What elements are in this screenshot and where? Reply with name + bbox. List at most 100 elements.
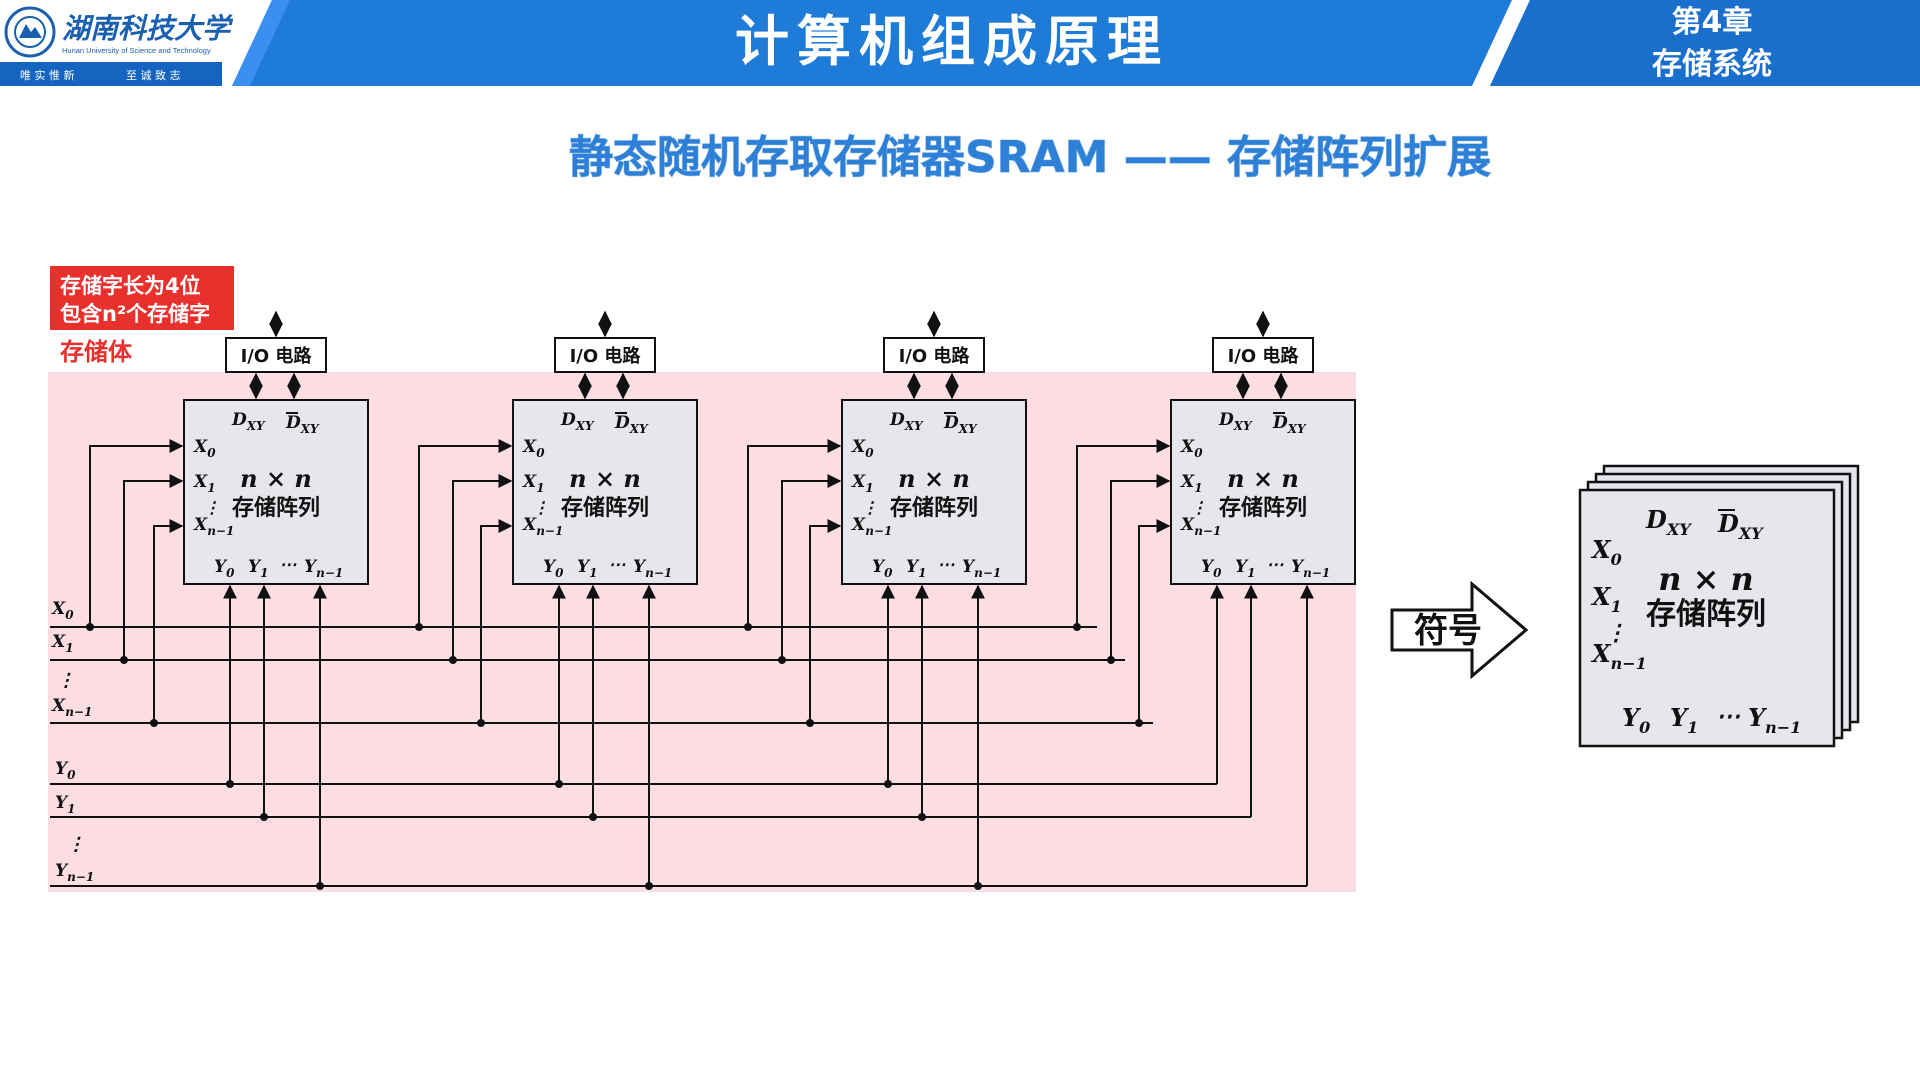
chip-2-wires — [415, 439, 656, 890]
bus-vdots-y: ⋮ — [67, 834, 85, 855]
bus-label-xn-sub: n−1 — [65, 705, 92, 719]
chip-y1-main: Y — [906, 557, 920, 577]
y-junction-2 — [974, 882, 982, 890]
x-wire-2 — [153, 519, 184, 723]
io-circuit-label: I/O 电路 — [241, 345, 313, 367]
chip-dxy-bar: DXY — [943, 413, 978, 436]
chip-y1-sub: 1 — [1247, 566, 1255, 580]
chip-x0: X0 — [1180, 437, 1203, 460]
bus-label-x0-main: X — [51, 599, 66, 619]
chip-xn-sub: n−1 — [536, 524, 563, 538]
chip-dxy-bar: DXY — [614, 413, 649, 436]
bus-vdots-x: ⋮ — [57, 670, 75, 691]
chip-dxy-bar: DXY — [285, 413, 320, 436]
motto-strip — [0, 62, 222, 86]
symbol-xn-main: X — [1590, 639, 1612, 668]
chapter-name: 存储系统 — [1652, 47, 1772, 82]
chip-y0-main: Y — [1201, 557, 1215, 577]
chip-ellipsis: ⋯ — [609, 555, 627, 575]
chip-xn-sub: n−1 — [865, 524, 892, 538]
symbol-dxy: DXY — [1645, 505, 1692, 539]
x-wire-2 — [809, 519, 842, 723]
y-junction-1 — [589, 813, 597, 821]
chip-vdots: ⋮ — [1191, 498, 1207, 517]
x-junction-1 — [449, 656, 457, 664]
bus-label-xn-main: X — [51, 696, 66, 716]
x-junction-1 — [120, 656, 128, 664]
chip-array-dim: n × n — [240, 464, 312, 493]
chip-yn-sub: n−1 — [316, 566, 343, 580]
chip-body — [512, 399, 698, 585]
bus-label-x1: X1 — [51, 632, 74, 655]
chip-body — [183, 399, 369, 585]
chip-x1: X1 — [522, 472, 545, 495]
chip-xn: Xn−1 — [1180, 515, 1221, 538]
course-title: 计算机组成原理 — [735, 10, 1169, 73]
chip-dxy-sub: XY — [575, 419, 595, 433]
bus-label-x1-sub: 1 — [65, 641, 73, 655]
chip-dxy-bar-main: D — [943, 413, 959, 433]
chip-xn: Xn−1 — [193, 515, 234, 538]
x-wire-0 — [747, 439, 842, 627]
chip-y0-main: Y — [543, 557, 557, 577]
bus-label-xn: Xn−1 — [51, 696, 92, 719]
chip-y0: Y0 — [1201, 557, 1222, 580]
x-junction-1 — [778, 656, 786, 664]
chip-y0-sub: 0 — [555, 566, 564, 580]
chip-yn-sub: n−1 — [974, 566, 1001, 580]
mountain-icon — [19, 24, 42, 38]
seal-inner-ring-icon — [14, 16, 46, 48]
chip-xn: Xn−1 — [522, 515, 563, 538]
symbol-label: 符号 — [1414, 611, 1482, 651]
chip-x0: X0 — [851, 437, 874, 460]
io-circuit-box — [883, 337, 985, 373]
x-wire-1 — [123, 474, 184, 660]
chip-x1: X1 — [1180, 472, 1203, 495]
x-junction-2 — [1135, 719, 1143, 727]
chip-y1-sub: 1 — [260, 566, 268, 580]
chip-y0-main: Y — [872, 557, 886, 577]
chip-y1-sub: 1 — [918, 566, 926, 580]
chip-x0: X0 — [522, 437, 545, 460]
chip-dxy-bar-sub: XY — [629, 422, 649, 436]
chip-x0: X0 — [193, 437, 216, 460]
bus-label-y1: Y1 — [55, 793, 76, 816]
chip-array-name: 存储阵列 — [890, 495, 978, 521]
symbol-x1-main: X — [1590, 582, 1612, 611]
header-stripe-right — [1472, 0, 1530, 86]
symbol-dxy-sub: XY — [1666, 520, 1692, 539]
x-junction-1 — [1107, 656, 1115, 664]
chip-vdots: ⋮ — [533, 498, 549, 517]
chip-array-dim: n × n — [1227, 464, 1299, 493]
memory-bank-label: 存储体 — [60, 338, 133, 366]
chapter-panel — [1490, 0, 1920, 86]
chip-x0-main: X — [1180, 437, 1195, 457]
bus-label-y0-main: Y — [55, 759, 69, 779]
chip-y0-sub: 0 — [226, 566, 235, 580]
note-line-1: 存储字长为4位 — [60, 274, 201, 298]
chip-x0-sub: 0 — [536, 446, 545, 460]
x-wire-0 — [89, 439, 184, 627]
chip-x0-main: X — [193, 437, 208, 457]
chip-y0-sub: 0 — [1213, 566, 1222, 580]
symbol-y1: Y1 — [1670, 703, 1698, 737]
chip-array-dim: n × n — [569, 464, 641, 493]
y-junction-0 — [226, 780, 234, 788]
symbol-y0-main: Y — [1622, 703, 1642, 732]
chip-xn-sub: n−1 — [207, 524, 234, 538]
chip-y1: Y1 — [906, 557, 927, 580]
x-wire-2 — [480, 519, 513, 723]
x-wire-1 — [452, 474, 513, 660]
chip-x1-sub: 1 — [865, 481, 873, 495]
chip-x1: X1 — [193, 472, 216, 495]
chip-y1-main: Y — [577, 557, 591, 577]
bus-label-y1-main: Y — [55, 793, 69, 813]
chip-yn: Yn−1 — [1291, 557, 1330, 580]
chip-y1-main: Y — [1235, 557, 1249, 577]
chip-dxy-bar-main: D — [614, 413, 630, 433]
